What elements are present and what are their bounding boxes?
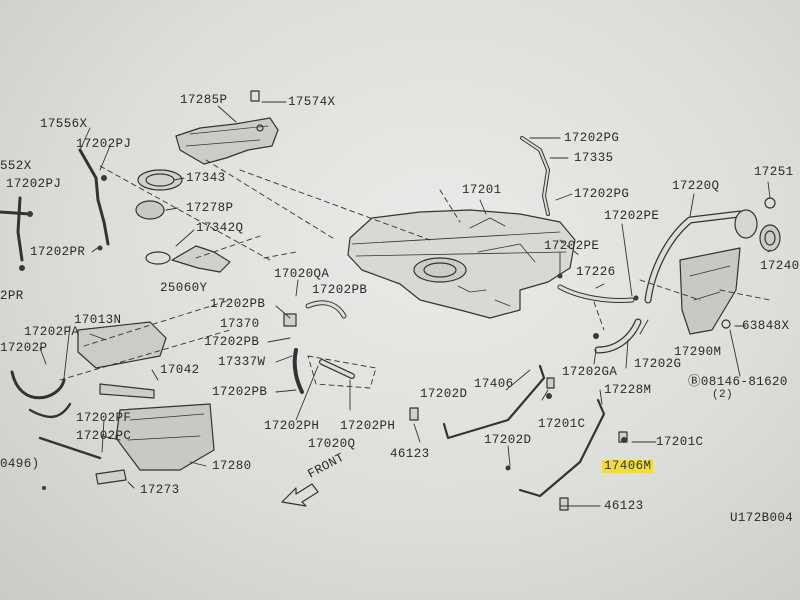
label-17574X: 17574X xyxy=(288,95,336,109)
label-17226: 17226 xyxy=(576,265,616,279)
label-17202PH-right: 17202PH xyxy=(340,419,396,433)
label-17020QA: 17020QA xyxy=(274,267,330,281)
label-17202GA: 17202GA xyxy=(562,365,618,379)
heat-insulator-drawing xyxy=(175,90,279,165)
label-17251: 17251 xyxy=(754,165,794,179)
label-17201: 17201 xyxy=(462,183,502,197)
label-17202PB-3: 17202PB xyxy=(204,335,260,349)
label-17202PG-upper: 17202PG xyxy=(564,131,620,145)
label-552X: 552X xyxy=(0,159,32,173)
fasteners xyxy=(19,175,639,490)
diagram-reference-code: U172B004 xyxy=(730,511,794,525)
label-17202P: 17202P xyxy=(0,341,48,355)
leader-lines xyxy=(39,101,771,507)
label-0496: 0496) xyxy=(0,457,40,471)
hoses-drawing xyxy=(283,136,642,394)
label-17202PE-right: 17202PE xyxy=(604,209,660,223)
label-17290M: 17290M xyxy=(674,345,722,359)
label-17406: 17406 xyxy=(474,377,514,391)
label-17202D-upper: 17202D xyxy=(420,387,468,401)
label-2PR: 2PR xyxy=(0,289,24,303)
label-17370: 17370 xyxy=(220,317,260,331)
label-17202PA: 17202PA xyxy=(24,325,80,339)
label-17202D-lower: 17202D xyxy=(484,433,532,447)
label-17285P: 17285P xyxy=(180,93,228,107)
label-17406M-highlighted: 17406M xyxy=(602,459,654,473)
label-17220Q: 17220Q xyxy=(672,179,720,193)
fuel-tank-drawing xyxy=(347,209,576,319)
label-17202G: 17202G xyxy=(634,357,682,371)
label-17201C-left: 17201C xyxy=(538,417,586,431)
label-17337W: 17337W xyxy=(218,355,266,369)
label-17020Q: 17020Q xyxy=(308,437,356,451)
label-17202PR: 17202PR xyxy=(30,245,86,259)
label-17273: 17273 xyxy=(140,483,180,497)
label-17240: 17240 xyxy=(760,259,800,273)
label-17202PB-4: 17202PB xyxy=(212,385,268,399)
label-46123-left: 46123 xyxy=(390,447,430,461)
label-17280: 17280 xyxy=(212,459,252,473)
label-17202PE-left: 17202PE xyxy=(544,239,600,253)
label-63848X: 63848X xyxy=(742,319,790,333)
tank-straps-drawing xyxy=(409,364,628,511)
label-17202PJ-upper: 17202PJ xyxy=(76,137,132,151)
label-17335: 17335 xyxy=(574,151,614,165)
label-17202PH-left: 17202PH xyxy=(264,419,320,433)
label-25060Y: 25060Y xyxy=(160,281,208,295)
label-17202PC: 17202PC xyxy=(76,429,132,443)
label-17343: 17343 xyxy=(186,171,226,185)
label-17201C-right: 17201C xyxy=(656,435,704,449)
fuel-pump-parts-drawing xyxy=(0,148,231,485)
front-arrow xyxy=(281,483,319,507)
guide-lines xyxy=(59,159,771,389)
label-17202PB-2: 17202PB xyxy=(312,283,368,297)
label-17556X: 17556X xyxy=(40,117,88,131)
label-17202PB-1: 17202PB xyxy=(210,297,266,311)
label-17342Q: 17342Q xyxy=(196,221,244,235)
label-17202PG-lower: 17202PG xyxy=(574,187,630,201)
label-08146-81620: Ⓑ08146-81620 xyxy=(688,375,788,389)
label-17228M: 17228M xyxy=(604,383,652,397)
label-17202PJ-lower: 17202PJ xyxy=(6,177,62,191)
label-46123-right: 46123 xyxy=(604,499,644,513)
label-17042: 17042 xyxy=(160,363,200,377)
label-08146-qty: (2) xyxy=(712,389,734,401)
label-17278P: 17278P xyxy=(186,201,234,215)
label-17013N: 17013N xyxy=(74,313,122,327)
label-17202PF: 17202PF xyxy=(76,411,132,425)
